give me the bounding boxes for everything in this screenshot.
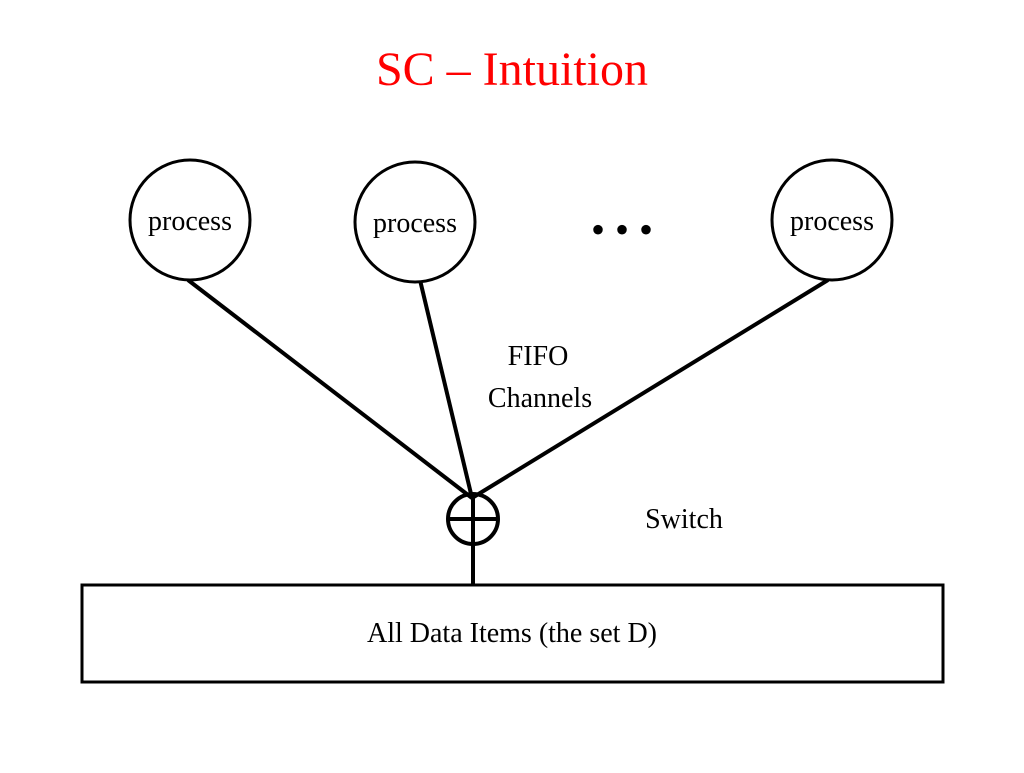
fifo-channel-line-2 — [418, 279, 474, 499]
memory-label: All Data Items (the set D) — [367, 618, 657, 649]
fifo-channel-line-3 — [470, 278, 830, 500]
process-label: process — [373, 208, 457, 239]
process-label: process — [148, 206, 232, 237]
fifo-label-line-1: FIFO — [508, 341, 569, 372]
process-circle — [770, 158, 894, 282]
fifo-channel-line-1 — [186, 278, 474, 500]
memory-box — [80, 583, 945, 684]
process-label: process — [790, 206, 874, 237]
more-processes-ellipsis: • • • — [591, 207, 653, 252]
process-circle — [128, 158, 252, 282]
switch-label: Switch — [645, 504, 723, 535]
switch-icon — [446, 492, 500, 546]
process-node-1: process — [128, 158, 252, 282]
process-node-2: process — [353, 160, 477, 284]
slide-title: SC – Intuition — [376, 43, 648, 96]
process-circle — [353, 160, 477, 284]
process-node-3: process — [770, 158, 894, 282]
fifo-label-line-2: Channels — [488, 383, 592, 414]
